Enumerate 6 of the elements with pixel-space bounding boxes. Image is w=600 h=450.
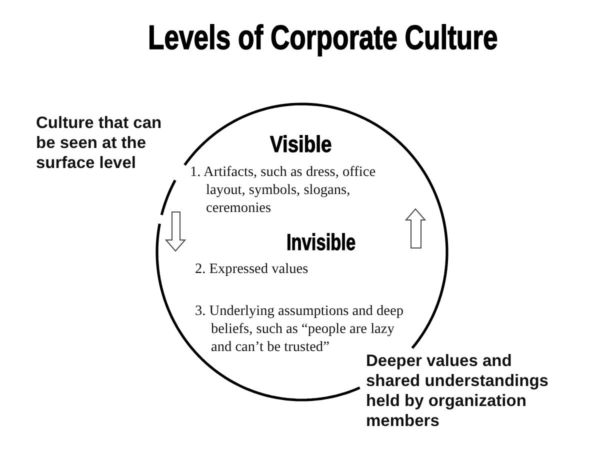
diagram-title: Levels of Corporate Culture bbox=[148, 19, 498, 58]
annotation-text: Culture that can be seen at the surface level bbox=[36, 114, 163, 174]
list-item: 1. Artifacts, such as dress, office layout, symbols, slogans, ceremonies bbox=[190, 162, 377, 218]
level-heading: Invisible bbox=[286, 229, 356, 256]
level-heading: Visible bbox=[270, 131, 332, 158]
list-item: 2. Expressed values bbox=[195, 260, 310, 278]
